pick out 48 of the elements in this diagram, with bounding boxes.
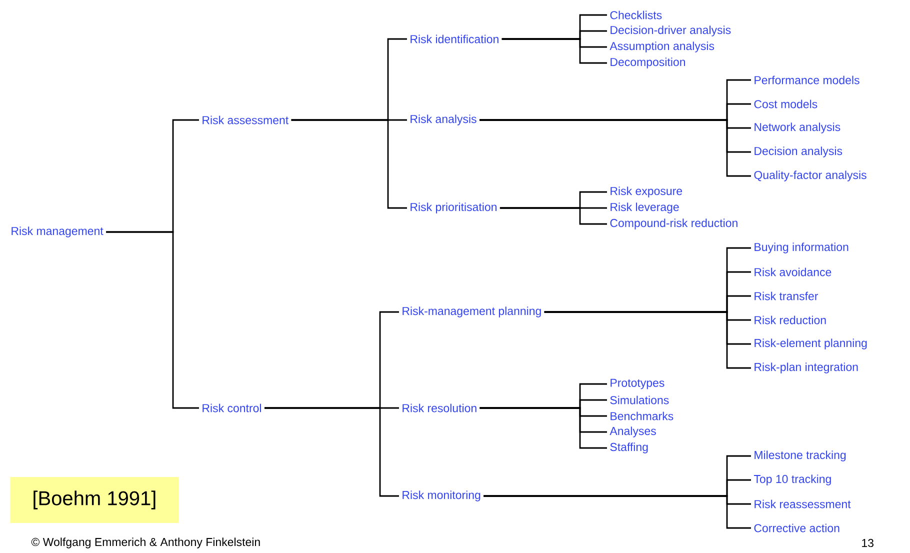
tree-connector: [500, 207, 607, 225]
tree-item: Risk monitoring: [402, 490, 480, 502]
tree-item: Benchmarks: [610, 412, 674, 420]
tree-item: Risk transfer: [754, 292, 818, 300]
tree-connector: [291, 119, 407, 209]
tree-item: Simulations: [610, 396, 669, 404]
tree-connector: [544, 311, 751, 369]
tree-item: Risk reduction: [754, 316, 826, 324]
footer-text: © Wolfgang Emmerich & Anthony Finkelstein: [31, 538, 260, 548]
tree-item: Decomposition: [610, 58, 685, 68]
tree-item: Checklists: [610, 10, 662, 20]
tree-item: Risk-management planning: [402, 306, 541, 318]
tree-item: Decision analysis: [754, 146, 842, 158]
tree-item: Risk prioritisation: [410, 202, 496, 214]
tree-item: Risk analysis: [410, 114, 476, 126]
tree-item: Decision-driver analysis: [610, 26, 731, 36]
tree-item: Risk avoidance: [754, 268, 832, 276]
tree-item: Cost models: [754, 100, 818, 108]
tree-connector: [502, 38, 607, 64]
tree-connector: [106, 231, 199, 409]
tree-item: Risk identification: [410, 34, 498, 44]
tree-item: Risk resolution: [402, 404, 476, 412]
tree-item: Risk leverage: [610, 202, 679, 214]
tree-item: Risk management: [12, 226, 104, 238]
tree-item: Milestone tracking: [754, 450, 846, 462]
tree-item: Risk-plan integration: [754, 362, 858, 374]
tree-item: Staffing: [610, 442, 648, 454]
tree-item: Corrective action: [754, 524, 840, 532]
tree-item: Quality-factor analysis: [754, 170, 866, 182]
tree-item: Risk exposure: [610, 186, 682, 198]
tree-item: Prototypes: [610, 378, 664, 390]
tree-item: Top 10 tracking: [754, 474, 831, 486]
footer-text: 13: [862, 538, 874, 548]
tree-item: Buying information: [754, 242, 848, 254]
tree-item: Analyses: [610, 426, 656, 438]
citation-label: [Boehm 1991]: [10, 477, 179, 523]
tree-item: Risk control: [202, 404, 261, 412]
tree-item: Compound-risk reduction: [610, 218, 738, 230]
tree-item: Assumption analysis: [610, 42, 714, 52]
tree-item: Risk reassessment: [754, 500, 851, 508]
tree-connector: [480, 119, 751, 177]
tree-connector: [480, 407, 607, 449]
tree-connector: [484, 495, 751, 529]
tree-item: Network analysis: [754, 122, 840, 134]
tree-item: Performance models: [754, 76, 860, 84]
tree-connector: [264, 407, 399, 497]
tree-item: Risk assessment: [202, 116, 288, 124]
tree-item: Risk-element planning: [754, 338, 867, 350]
